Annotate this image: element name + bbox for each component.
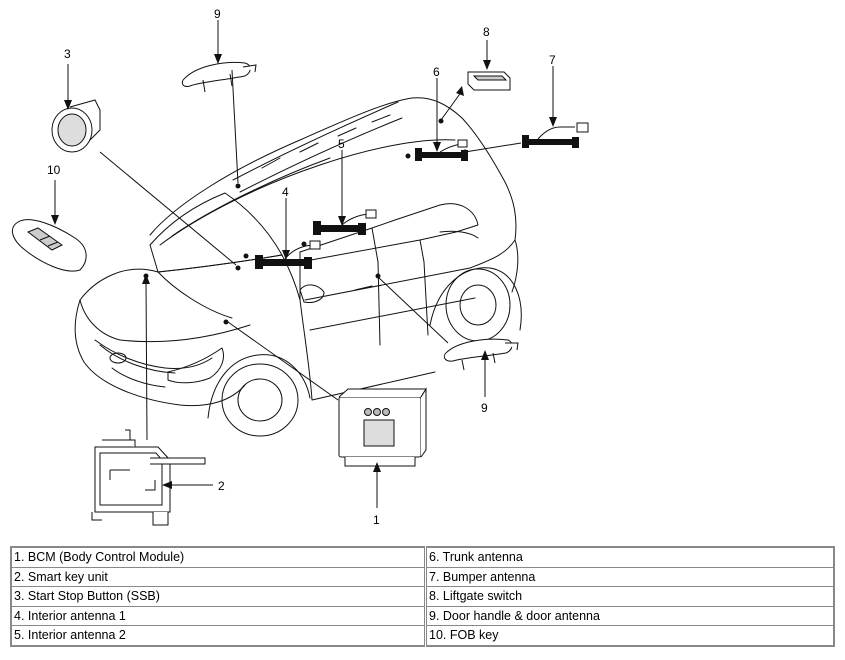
smart-key-unit — [91, 429, 206, 526]
legend-item: 8. Liftgate switch — [424, 586, 835, 607]
interior-antenna-2 — [313, 209, 377, 235]
start-stop-button — [51, 99, 101, 153]
trunk-antenna — [415, 139, 468, 161]
callout-3: 3 — [64, 47, 71, 61]
legend-item: 3. Start Stop Button (SSB) — [10, 586, 426, 607]
legend-row: 1. BCM (Body Control Module) 6. Trunk an… — [10, 546, 835, 568]
legend-row: 3. Start Stop Button (SSB) 8. Liftgate s… — [10, 586, 835, 607]
leader-lines — [54, 20, 554, 508]
legend-item: 7. Bumper antenna — [424, 566, 835, 587]
bumper-antenna — [522, 122, 589, 148]
callout-8: 8 — [483, 25, 490, 39]
callout-labels: 1 2 3 4 5 6 7 8 9 9 10 — [47, 7, 556, 527]
component-location-diagram: 1 2 3 4 5 6 7 8 9 9 10 — [11, 7, 589, 527]
legend-item: 1. BCM (Body Control Module) — [10, 546, 426, 568]
legend-item: 6. Trunk antenna — [424, 546, 835, 568]
legend-row: 4. Interior antenna 1 9. Door handle & d… — [10, 605, 835, 626]
vehicle-outline — [74, 97, 522, 437]
callout-2: 2 — [218, 479, 225, 493]
callout-5: 5 — [338, 137, 345, 151]
legend-row: 2. Smart key unit 7. Bumper antenna — [10, 566, 835, 587]
bcm-module — [338, 387, 427, 467]
callout-1: 1 — [373, 513, 380, 527]
arrowheads — [51, 54, 557, 489]
callout-9-top: 9 — [214, 7, 221, 21]
legend-item: 4. Interior antenna 1 — [10, 605, 426, 626]
callout-7: 7 — [549, 53, 556, 67]
callout-4: 4 — [282, 185, 289, 199]
callout-9-right: 9 — [481, 401, 488, 415]
legend-item: 9. Door handle & door antenna — [424, 605, 835, 626]
target-dots — [143, 118, 468, 325]
liftgate-switch — [467, 71, 511, 91]
legend-item: 2. Smart key unit — [10, 566, 426, 587]
fob-key — [11, 219, 87, 272]
legend-row: 5. Interior antenna 2 10. FOB key — [10, 625, 835, 646]
legend-item: 10. FOB key — [424, 625, 835, 646]
door-handle-antenna-top — [181, 61, 257, 93]
legend-item: 5. Interior antenna 2 — [10, 625, 426, 646]
legend-table: 1. BCM (Body Control Module) 6. Trunk an… — [10, 546, 835, 647]
callout-10: 10 — [47, 163, 61, 177]
callout-6: 6 — [433, 65, 440, 79]
door-handle-antenna-right — [443, 338, 519, 371]
